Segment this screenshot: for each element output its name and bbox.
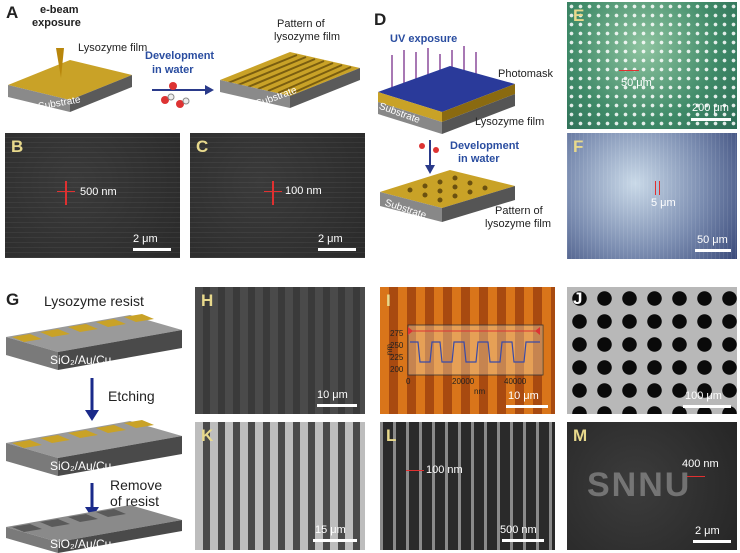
stack-label-2: SiO₂/Au/Cu [50,459,112,473]
development-text: Development [450,140,520,152]
panel-h: H 10 μm [195,287,365,414]
scale-bar-label: 2 μm [695,525,720,537]
measure-marker [406,470,424,471]
measure-marker [65,181,67,205]
ebeam-text: e-beam [40,4,79,16]
panel-d: D UV exposure Photomask Lysozyme film De… [370,0,565,260]
measure-marker [619,70,639,71]
panel-m: M SNNU 400 nm 2 μm [567,422,737,550]
panel-label: L [386,426,397,445]
panel-label: I [386,291,391,310]
panel-l: L 100 nm 500 nm [380,422,555,550]
panel-label: C [196,137,209,156]
height-profile-plot [407,324,544,376]
panel-g-schematic [6,314,182,553]
in-water-text: in water [152,64,194,76]
scale-bar-label: 10 μm [317,389,348,401]
scale-bar [683,405,731,408]
panel-label: J [573,289,583,308]
pattern-label: Pattern of [495,205,543,217]
lysozyme-film-label: Lysozyme film [78,42,148,54]
scale-bar [133,248,171,251]
panel-label: E [573,6,585,25]
measure-marker [57,191,75,192]
measure-text: 5 μm [651,197,676,209]
y-tick: 225 [390,353,404,362]
lysozyme-film-label-2: lysozyme film [485,218,552,230]
measure-marker [659,181,660,195]
lysozyme-film-label: Lysozyme film [475,116,545,128]
of-resist-label: of resist [110,493,160,509]
scale-bar-label: 50 μm [697,234,728,246]
scale-bar-label: 200 μm [692,102,729,114]
scale-bar-label: 100 μm [685,390,722,402]
lysozyme-film-label-2: lysozyme film [274,31,341,43]
measure-marker [655,181,656,195]
scale-bar [506,405,548,408]
scale-bar-label: 2 μm [133,233,158,245]
scale-bar-label: 10 μm [508,390,539,402]
scale-bar [318,248,356,251]
panel-b: B 500 nm 2 μm [5,133,180,258]
x-tick: 20000 [452,377,475,386]
scale-bar [691,118,731,121]
panel-label: K [201,426,214,445]
panel-k: K 15 μm [195,422,365,550]
measure-text: 100 nm [426,464,463,476]
measure-marker [687,476,705,477]
x-axis-unit: nm [474,387,486,396]
panel-label: D [374,10,387,29]
measure-text: 500 nm [80,186,117,198]
measure-text: 50 μm [621,77,652,89]
panel-c: C 100 nm 2 μm [190,133,365,258]
scale-bar [317,404,357,407]
scale-bar-label: 500 nm [500,524,537,536]
panel-i: I nm 275 250 225 200 0 20000 40000 nm 10… [380,287,555,414]
measure-marker [272,181,274,205]
measure-text: 100 nm [285,185,322,197]
y-tick: 250 [390,341,404,350]
scale-bar [695,249,731,252]
panel-label: F [573,137,584,156]
y-tick: 275 [390,329,404,338]
in-water-text: in water [458,153,500,165]
panel-label: B [11,137,24,156]
lysozyme-resist-label: Lysozyme resist [44,293,144,309]
scale-bar-label: 15 μm [315,524,346,536]
panel-a-schematic [8,48,360,112]
exposure-text: exposure [32,17,81,29]
photomask-label: Photomask [498,68,554,80]
stack-label-3: SiO₂/Au/Cu [50,537,112,551]
panel-g: G Lysozyme resist SiO₂/A [0,285,190,553]
x-tick: 40000 [504,377,527,386]
scale-bar [502,539,544,542]
scale-bar [693,540,731,543]
panel-label: G [6,290,20,309]
stack-label: SiO₂/Au/Cu [50,353,112,367]
panel-d-schematic [378,46,515,222]
pattern-label: Pattern of [277,18,325,30]
remove-label: Remove [110,477,163,493]
panel-label: H [201,291,214,310]
scale-bar [313,539,357,542]
panel-e: E 50 μm 200 μm [567,2,737,129]
panel-f: F 5 μm 50 μm [567,133,737,259]
uv-exposure-text: UV exposure [390,33,458,45]
y-tick: 200 [390,365,404,374]
x-tick: 0 [406,377,411,386]
measure-marker [264,191,282,192]
scale-bar-label: 2 μm [318,233,343,245]
development-text: Development [145,50,215,62]
etching-label: Etching [108,388,155,404]
panel-label: A [6,3,19,22]
panel-a: A e-beam exposure Lysozyme film Developm… [0,0,370,130]
panel-label: M [573,426,588,445]
measure-text: 400 nm [682,458,719,470]
snnu-logo-text: SNNU [587,466,692,504]
panel-j: J 100 μm [567,287,737,414]
